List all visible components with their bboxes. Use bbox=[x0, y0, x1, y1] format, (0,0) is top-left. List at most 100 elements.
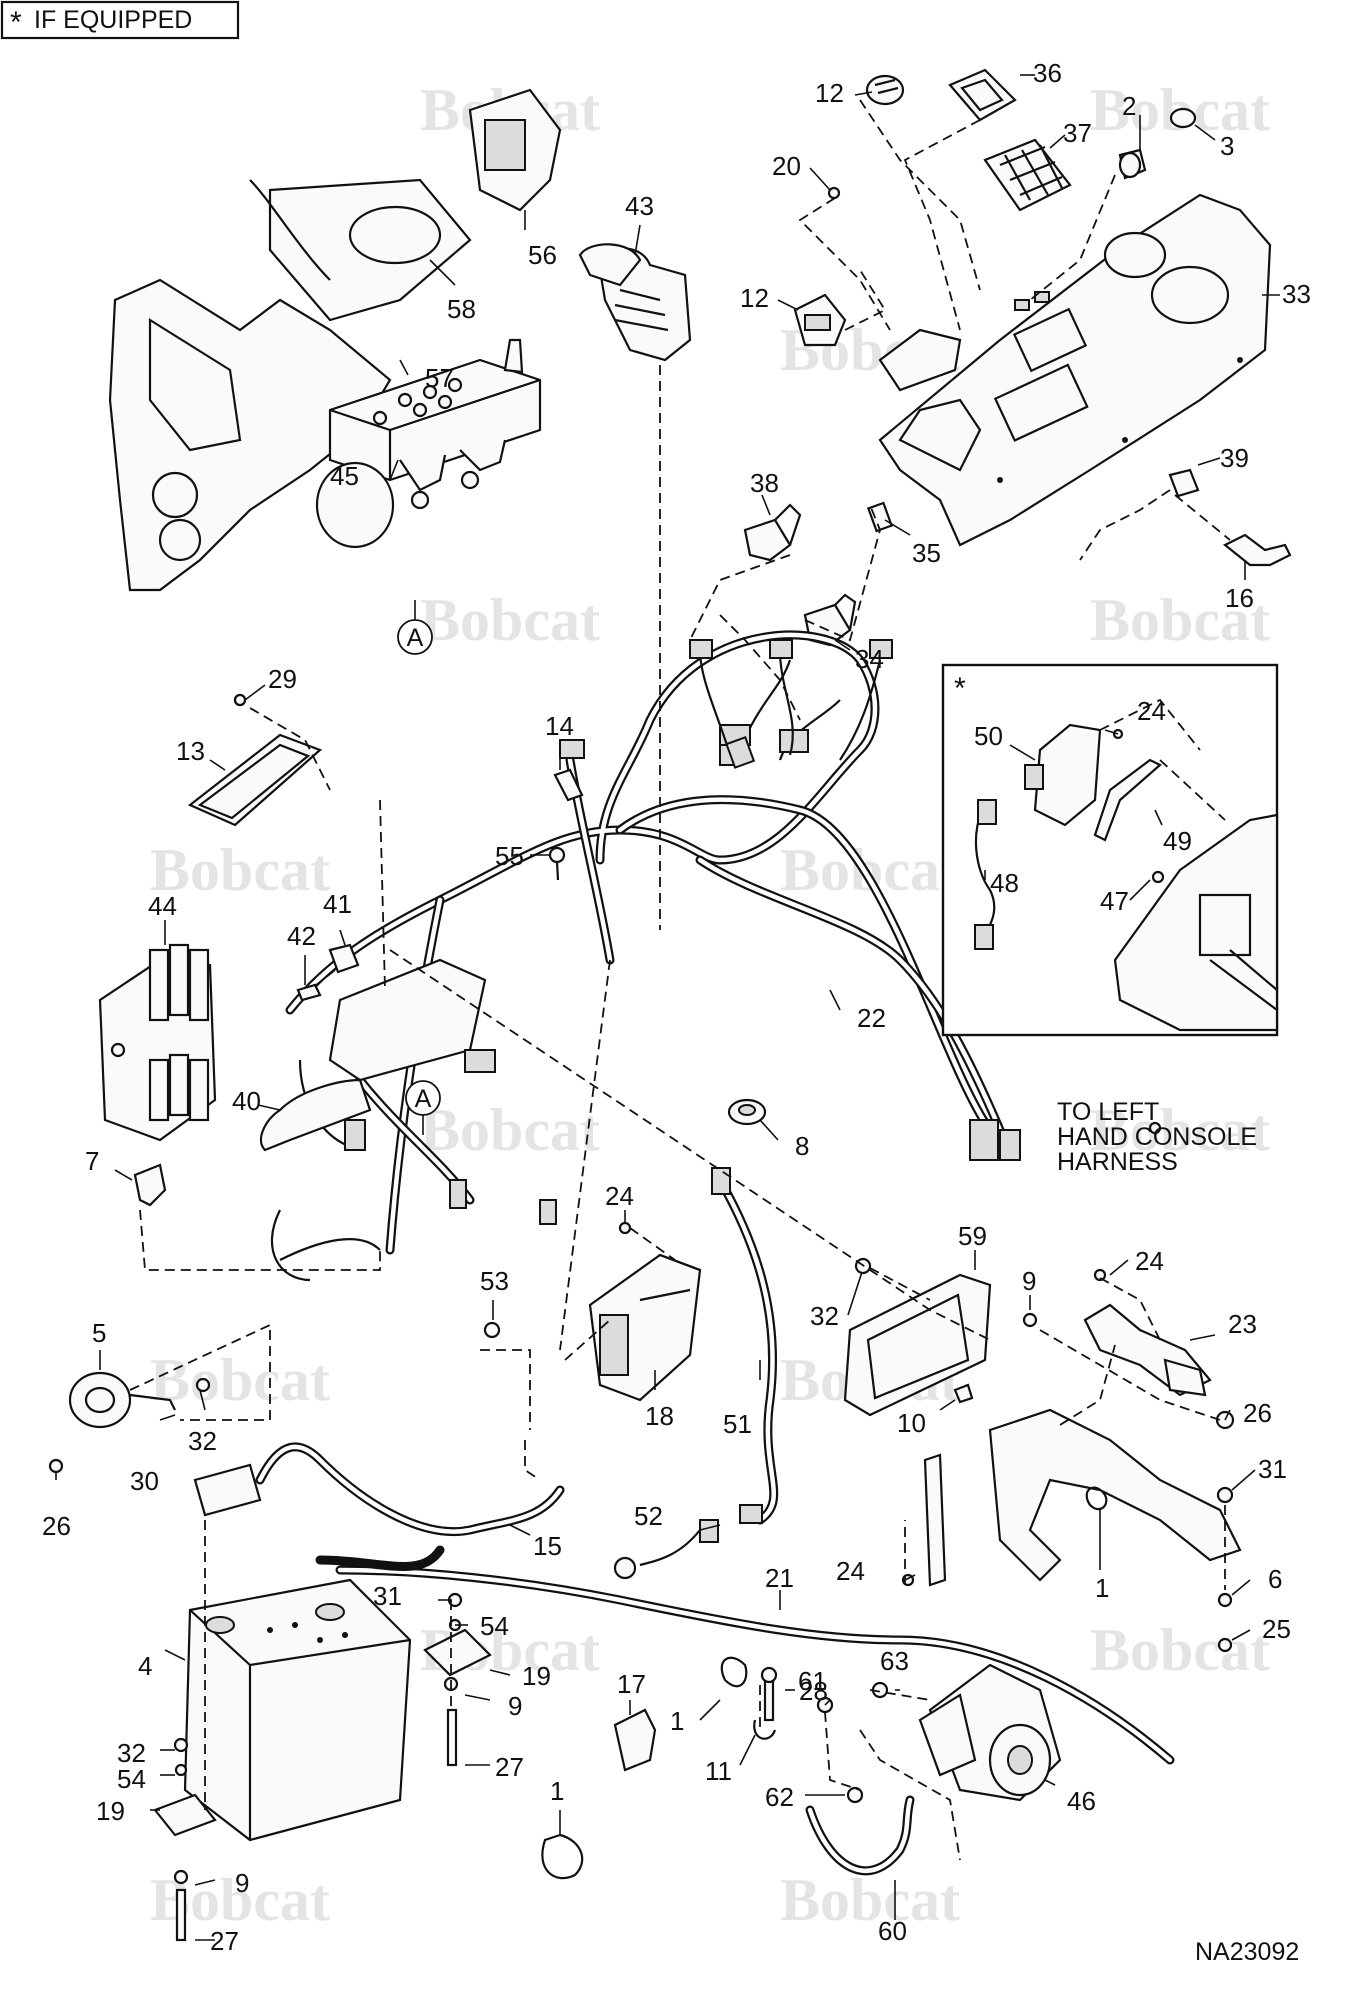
callout-54: 54 bbox=[480, 1611, 509, 1641]
callout-19: 19 bbox=[522, 1661, 551, 1691]
callout-13: 13 bbox=[176, 736, 205, 766]
starter-cable-21 bbox=[315, 1545, 1175, 1765]
watermarks: Bobcat Bobcat Bobcat Bobcat Bobcat Bobca… bbox=[150, 77, 1270, 1933]
callout-22: 22 bbox=[857, 1003, 886, 1033]
spacer-35 bbox=[866, 501, 894, 533]
assembly-lines bbox=[129, 99, 1231, 1861]
callout-38: 38 bbox=[750, 468, 779, 498]
callout-numbers: 12 36 2 3 37 20 43 12 33 56 58 57 45 38 … bbox=[42, 58, 1311, 1956]
callout-31: 31 bbox=[1258, 1454, 1287, 1484]
screw-29 bbox=[233, 693, 247, 707]
callout-20: 20 bbox=[772, 151, 801, 181]
callout-63: 63 bbox=[880, 1646, 909, 1676]
watermark: Bobcat bbox=[1090, 587, 1270, 653]
ground-strap-60 bbox=[805, 1795, 915, 1876]
callout-6: 6 bbox=[1268, 1564, 1282, 1594]
callout-9: 9 bbox=[235, 1868, 249, 1898]
right-console-panel bbox=[878, 193, 1272, 547]
note-line-3: HARNESS bbox=[1057, 1148, 1178, 1176]
sensor-52 bbox=[613, 1519, 719, 1580]
watermark: Bobcat bbox=[150, 1347, 330, 1413]
note-line-1: TO LEFT bbox=[1057, 1098, 1159, 1126]
callout-19: 19 bbox=[96, 1796, 125, 1826]
connector-17 bbox=[613, 1708, 657, 1772]
callout-57: 57 bbox=[425, 363, 454, 393]
callout-24: 24 bbox=[605, 1181, 634, 1211]
clip-11 bbox=[753, 1719, 777, 1740]
watermark: Bobcat bbox=[780, 837, 960, 903]
cap-3 bbox=[1169, 107, 1197, 129]
callout-30: 30 bbox=[130, 1466, 159, 1496]
watermark: Bobcat bbox=[1090, 1617, 1270, 1683]
note-line-2: HAND CONSOLE bbox=[1057, 1123, 1257, 1151]
horn-5 bbox=[68, 1371, 176, 1429]
callout-48: 48 bbox=[990, 868, 1019, 898]
callout-25: 25 bbox=[1262, 1614, 1291, 1644]
watermark: Bobcat bbox=[150, 837, 330, 903]
callout-35: 35 bbox=[912, 538, 941, 568]
callout-33: 33 bbox=[1282, 279, 1311, 309]
relay-41 bbox=[328, 943, 360, 974]
switch-38 bbox=[743, 503, 802, 562]
callout-53: 53 bbox=[480, 1266, 509, 1296]
callout-9: 9 bbox=[508, 1691, 522, 1721]
pressure-switch-7 bbox=[133, 1163, 167, 1207]
callout-24: 24 bbox=[1135, 1246, 1164, 1276]
callout-12: 12 bbox=[740, 283, 769, 313]
callout-49: 49 bbox=[1163, 826, 1192, 856]
callout-39: 39 bbox=[1220, 443, 1249, 473]
callout-17: 17 bbox=[617, 1669, 646, 1699]
callout-44: 44 bbox=[148, 891, 177, 921]
callout-21: 21 bbox=[765, 1563, 794, 1593]
callout-56: 56 bbox=[528, 240, 557, 270]
switch-part-12 bbox=[865, 74, 905, 106]
clamp-1b bbox=[541, 1833, 584, 1880]
callout-10: 10 bbox=[897, 1408, 926, 1438]
callout-50: 50 bbox=[974, 721, 1003, 751]
callout-29: 29 bbox=[268, 664, 297, 694]
callout-42: 42 bbox=[287, 921, 316, 951]
valve-stack-44 bbox=[98, 943, 217, 1142]
callout-24: 24 bbox=[836, 1556, 865, 1586]
harness-connectors bbox=[689, 639, 893, 769]
callout-47: 47 bbox=[1100, 886, 1129, 916]
callout-1: 1 bbox=[550, 1776, 564, 1806]
watermark: Bobcat bbox=[420, 1097, 600, 1163]
plug-2 bbox=[1118, 148, 1147, 180]
key-switch-16 bbox=[1222, 533, 1292, 567]
connector-12b bbox=[793, 293, 847, 347]
callout-59: 59 bbox=[958, 1221, 987, 1251]
nut-62 bbox=[846, 1786, 864, 1804]
callout-26: 26 bbox=[42, 1511, 71, 1541]
callout-52: 52 bbox=[634, 1501, 663, 1531]
switch-bezel-36 bbox=[948, 68, 1017, 122]
callout-7: 7 bbox=[85, 1146, 99, 1176]
callout-41: 41 bbox=[323, 889, 352, 919]
if-equipped-legend: * IF EQUIPPED bbox=[0, 0, 240, 40]
callout-16: 16 bbox=[1225, 583, 1254, 613]
hold-down-19b bbox=[153, 1793, 217, 1837]
valve-block bbox=[315, 338, 542, 549]
battery-4 bbox=[183, 1578, 412, 1842]
legend-text: IF EQUIPPED bbox=[34, 6, 192, 34]
callout-26: 26 bbox=[1243, 1398, 1272, 1428]
callout-14: 14 bbox=[545, 711, 574, 741]
bolt-27b bbox=[175, 1888, 187, 1942]
screw-55 bbox=[548, 846, 566, 881]
mounting-plate bbox=[249, 178, 472, 322]
callout-32: 32 bbox=[188, 1426, 217, 1456]
bracket-23 bbox=[1083, 1303, 1212, 1397]
control-module-cover-13 bbox=[187, 693, 323, 827]
plug-39 bbox=[1168, 468, 1200, 498]
left-control-panel bbox=[108, 278, 392, 592]
callout-15: 15 bbox=[533, 1531, 562, 1561]
callout-27: 27 bbox=[210, 1926, 239, 1956]
callout-60: 60 bbox=[878, 1916, 907, 1946]
arm-rest-bracket bbox=[878, 328, 962, 392]
callout-8: 8 bbox=[795, 1131, 809, 1161]
callout-4: 4 bbox=[138, 1651, 152, 1681]
callout-62: 62 bbox=[765, 1782, 794, 1812]
keypad-37 bbox=[983, 138, 1072, 212]
fuse-42 bbox=[296, 983, 322, 1002]
